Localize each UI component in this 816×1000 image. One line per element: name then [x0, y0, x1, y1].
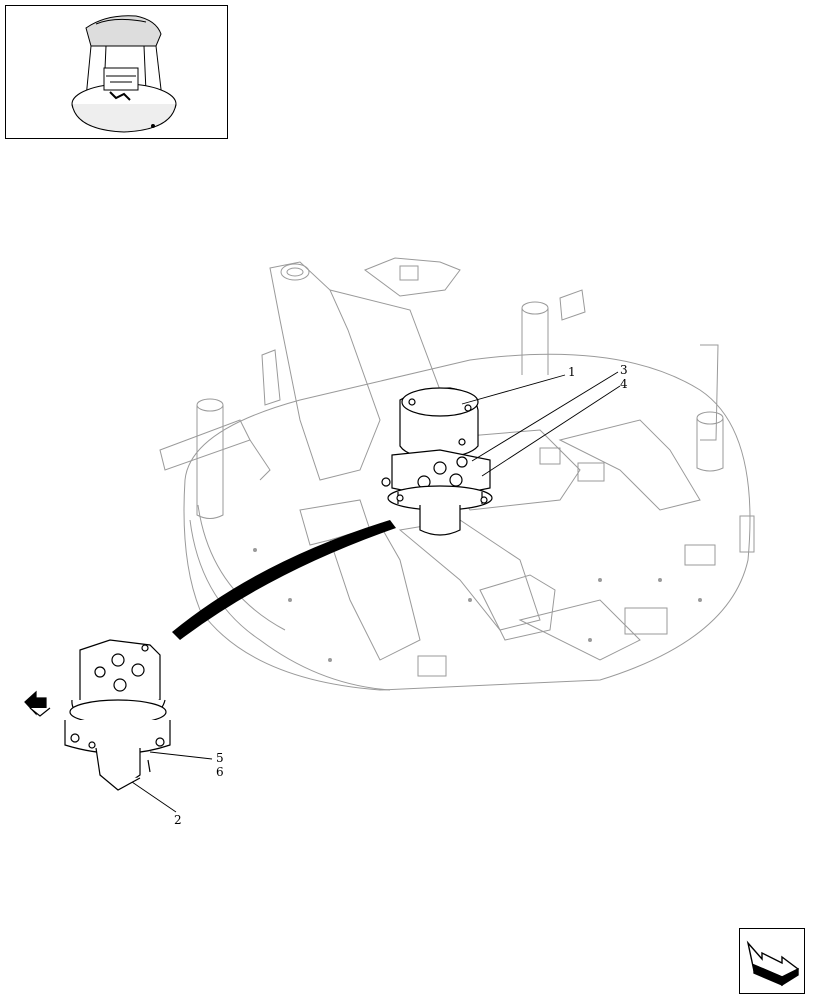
- callout-5: 5: [216, 751, 224, 765]
- callout-3: 3: [620, 363, 628, 377]
- assembly-pointer-arrow: [172, 520, 396, 640]
- callout-1: 1: [568, 365, 576, 379]
- callout-6: 6: [216, 765, 224, 779]
- leader-1: [461, 374, 566, 405]
- callout-4: 4: [620, 377, 628, 391]
- leader-4: [481, 385, 621, 477]
- leader-3: [471, 371, 619, 462]
- swing-motor-detail: [64, 639, 171, 791]
- leader-lines: [131, 371, 621, 813]
- leader-5: [149, 751, 213, 760]
- callout-2: 2: [174, 813, 182, 827]
- next-page-button[interactable]: [739, 928, 805, 994]
- machine-overview-thumbnail: [71, 15, 177, 133]
- front-direction-arrow-icon: [24, 690, 51, 717]
- next-page-arrow-icon: [746, 940, 800, 987]
- swing-motor-installed: [381, 387, 493, 536]
- leader-2: [131, 781, 177, 813]
- thumbnail-frame: [5, 5, 228, 139]
